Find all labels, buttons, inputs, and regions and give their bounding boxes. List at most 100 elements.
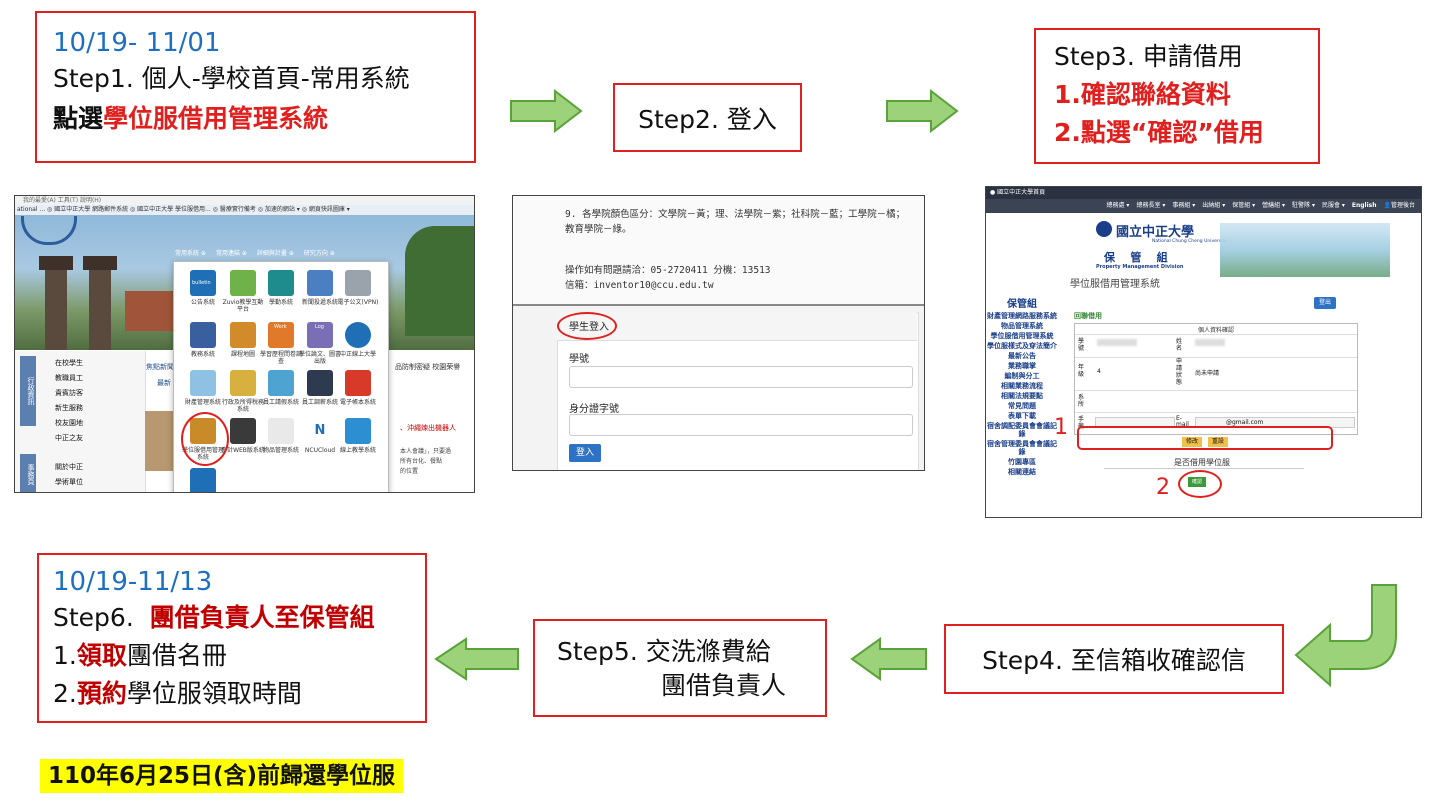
calculator-icon[interactable] — [230, 418, 256, 444]
right-arrow-icon — [886, 88, 959, 134]
tower-left-top-icon — [39, 256, 73, 270]
step1-line2-prefix: 點選 — [53, 104, 104, 133]
nav-item[interactable]: English — [1351, 202, 1377, 209]
step6-item1-rest: 團借名冊 — [126, 641, 227, 670]
leave-icon[interactable] — [268, 370, 294, 396]
app-label: 學勤系統 — [268, 299, 293, 306]
news-tab-latest[interactable]: 最新 — [157, 379, 171, 387]
news-red-headline[interactable]: 、沖繩煉出機器人 — [400, 424, 456, 432]
work-icon[interactable]: Work — [268, 322, 294, 348]
more-app-icon[interactable] — [190, 468, 216, 492]
sidebar-link[interactable]: 學位服樣式及穿法簡介 — [987, 342, 1057, 350]
sidebar-link[interactable]: 物品管理系統 — [1001, 322, 1043, 330]
sidebar-link[interactable]: 編制與分工 — [1004, 372, 1040, 380]
news-right-links[interactable]: 品防制密疑 校園荣譽 — [395, 363, 461, 371]
ncucloud-icon[interactable]: N — [307, 418, 333, 444]
academic-icon[interactable] — [190, 322, 216, 348]
app-label: 會計WEB版系統 — [221, 447, 265, 454]
e-document-icon[interactable] — [345, 270, 371, 296]
news-post-icon[interactable] — [307, 270, 333, 296]
online-univ-icon[interactable] — [345, 322, 371, 348]
nav-item[interactable]: 民服會 ▾ — [1321, 202, 1345, 209]
tab-common-links[interactable]: 常用連結 ⊕ — [215, 250, 247, 257]
left-nav-list-2: 關於中正 學術單位 — [55, 462, 135, 492]
nav-item[interactable]: 校友園地 — [55, 419, 83, 427]
ledger-icon[interactable] — [345, 370, 371, 396]
school-homepage-screenshot: 我的最愛(A) 工具(T) 說明(H) ational ... ◎ 國立中正大學… — [14, 195, 475, 493]
sidebar-link[interactable]: 業務職掌 — [1008, 362, 1036, 370]
sidebar-title: 保管組 — [1007, 299, 1037, 310]
login-button[interactable]: 登入 — [569, 444, 601, 462]
step1-line2: 點選學位服借用管理系統 — [53, 99, 474, 139]
app-label: 員工請假系統 — [262, 399, 299, 406]
login-header — [557, 312, 917, 341]
sidebar-link[interactable]: 宿舍調配委員會會議記錄 — [987, 422, 1057, 438]
sidebar-link[interactable]: 竹園專區 — [1008, 458, 1036, 466]
course-map-icon[interactable] — [230, 322, 256, 348]
app-label: 線上教學系統 — [339, 447, 376, 454]
top-bar[interactable]: ● 國立中正大學首頁 — [986, 187, 1421, 199]
tab-research[interactable]: 研究方向 ⊕ — [303, 250, 335, 257]
zuvio-icon[interactable] — [230, 270, 256, 296]
nav-item[interactable]: 關於中正 — [55, 463, 83, 471]
trees-icon — [405, 226, 474, 336]
nav-item[interactable]: 營繕組 ▾ — [1262, 202, 1286, 209]
sidebar-link[interactable]: 常見問題 — [1008, 402, 1036, 410]
sidebar-link[interactable]: 表單下載 — [1008, 412, 1036, 420]
nav-item[interactable]: 保管組 ▾ — [1232, 202, 1256, 209]
nav-item[interactable]: 貴賓訪客 — [55, 389, 83, 397]
logout-button[interactable]: 登出 — [1314, 297, 1336, 309]
section-title: 回聯借用 — [1074, 312, 1102, 320]
field-apply-status-value: 尚未申請 — [1195, 370, 1220, 377]
app-label: 公告系統 — [190, 299, 215, 306]
tax-icon[interactable] — [230, 370, 256, 396]
tower-right-top-icon — [83, 256, 117, 270]
news-line: 所有台化、餐點 — [400, 458, 443, 465]
tab-plans[interactable]: 詳細與計畫 ⊕ — [256, 250, 294, 257]
step3-box: Step3. 申請借用 1.確認聯絡資料 2.點選“確認”借用 — [1034, 28, 1320, 164]
bulletin-icon[interactable]: bulletin — [190, 270, 216, 296]
nav-item[interactable]: 總務長室 ▾ — [1136, 202, 1166, 209]
id-number-input[interactable] — [569, 414, 913, 436]
browser-menu-bar: 我的最愛(A) 工具(T) 說明(H) — [15, 196, 474, 205]
log-icon[interactable]: Log — [307, 322, 333, 348]
tab-common-systems[interactable]: 常用系統 ⊕ — [175, 250, 206, 257]
header-landscape — [1220, 223, 1390, 277]
nav-item[interactable]: 總務處 ▾ — [1106, 202, 1130, 209]
modify-button[interactable]: 修改 — [1182, 437, 1202, 447]
sidebar-link[interactable]: 宿舍管理委員會會議記錄 — [987, 440, 1057, 456]
app-label: 課程地圖 — [230, 351, 255, 358]
nav-item[interactable]: 學術單位 — [55, 478, 83, 486]
app-label: 教務系統 — [190, 351, 215, 358]
step5-box: Step5. 交洗滌費給 團借負責人 — [533, 619, 827, 717]
nav-item[interactable]: 👤管理後台 — [1383, 202, 1415, 209]
sidebar-link[interactable]: 相關業務流程 — [1001, 382, 1043, 390]
nav-item[interactable]: 中正之友 — [55, 434, 83, 442]
nav-item[interactable]: 新生服務 — [55, 404, 83, 412]
nav-item[interactable]: 事務組 ▾ — [1172, 202, 1196, 209]
property-icon[interactable] — [190, 370, 216, 396]
sidebar: 保管組 財產管理網路服務系統 物品管理系統 學位服借用管理系統 學位服樣式及穿法… — [986, 299, 1058, 515]
salary-icon[interactable] — [307, 370, 333, 396]
student-id-input[interactable] — [569, 366, 913, 388]
gown-system-highlight-circle — [181, 412, 229, 466]
sidebar-link[interactable]: 最新公告 — [1008, 352, 1036, 360]
reset-button[interactable]: 重設 — [1208, 437, 1228, 447]
step3-item1: 1.確認聯絡資料 — [1054, 80, 1231, 109]
nav-item[interactable]: 出納組 ▾ — [1202, 202, 1226, 209]
field-grade: 年級 — [1078, 364, 1085, 378]
step6-title: Step6. 團借負責人至保管組 — [53, 599, 425, 637]
sidebar-link[interactable]: 學位服借用管理系統 — [990, 332, 1054, 340]
sidebar-link[interactable]: 財產管理網路服務系統 — [987, 312, 1057, 320]
sidebar-link[interactable]: 相關連結 — [1008, 468, 1036, 476]
notice-panel — [513, 196, 924, 306]
nav-item[interactable]: 教職員工 — [55, 374, 83, 382]
email-value: @gmail.com — [1226, 419, 1264, 426]
attendance-icon[interactable] — [268, 270, 294, 296]
sidebar-link[interactable]: 相關法規要點 — [1001, 392, 1043, 400]
nav-item[interactable]: 駐警隊 ▾ — [1292, 202, 1315, 209]
news-tab-focus[interactable]: 焦點新聞 — [146, 363, 174, 371]
nav-item[interactable]: 在校學生 — [55, 359, 83, 367]
online-teaching-icon[interactable] — [345, 418, 371, 444]
goods-icon[interactable] — [268, 418, 294, 444]
